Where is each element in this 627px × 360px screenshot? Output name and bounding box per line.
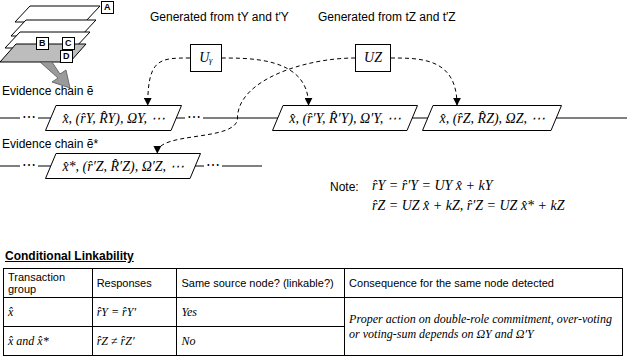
- record-text: x̂, (r̂′Y, R̂′Y), Ω′Y, ⋯: [289, 110, 401, 127]
- cell-text: Transaction group: [8, 271, 65, 295]
- table-cell: Yes: [177, 298, 345, 327]
- generation-note: Generated from tZ and t′Z: [318, 10, 456, 24]
- dashed-connector: [391, 58, 457, 105]
- evidence-record: x̂*, (r̂′Z, R̂′Z), Ω′Z, ⋯: [45, 153, 201, 179]
- table-cell: Transaction group: [4, 269, 93, 298]
- chain-label: Evidence chain ẽ: [2, 84, 93, 98]
- record-text: UZ: [364, 50, 382, 66]
- cell-text: Proper action on double-role commitment,…: [349, 312, 612, 341]
- table-cell: Consequence for the same node detected: [345, 269, 623, 298]
- generation-note: Generated from tY and t′Y: [150, 10, 289, 24]
- parallelogram-border: [273, 106, 418, 131]
- ellipsis: ⋯: [204, 157, 222, 174]
- table-cell: Same source node? (linkable?): [177, 269, 345, 298]
- table-cell: r̂Y = r̂Y′: [92, 298, 177, 327]
- evidence-record: x̂, (r̂Y, R̂Y), ΩY, ⋯: [45, 105, 182, 131]
- table-heading: Conditional Linkability: [5, 249, 134, 263]
- part-letter: D: [60, 50, 73, 63]
- part-letter: B: [36, 37, 49, 50]
- part-letter: C: [62, 37, 75, 50]
- record-text: Uᵧ: [199, 50, 212, 66]
- cell-text: No: [181, 334, 195, 348]
- dashed-connector: [148, 58, 190, 105]
- chain-label: Evidence chain ẽ*: [2, 137, 98, 151]
- cell-text: x̂: [8, 305, 13, 319]
- table-row: x̂r̂Y = r̂Y′YesProper action on double-r…: [4, 298, 623, 327]
- cell-text: r̂Y = r̂Y′: [97, 305, 136, 319]
- record-text: x̂*, (r̂′Z, R̂′Z), Ω′Z, ⋯: [62, 158, 183, 175]
- record-text: x̂, (r̂Z, R̂Z), ΩZ, ⋯: [439, 110, 544, 127]
- cell-text: Yes: [181, 305, 197, 319]
- ellipsis: ⋯: [20, 157, 38, 174]
- table-cell: Responses: [92, 269, 177, 298]
- ellipsis: ⋯: [185, 109, 203, 126]
- parallelogram-border: [423, 106, 562, 131]
- key-box: Uᵧ: [190, 44, 222, 72]
- record-text: x̂, (r̂Y, R̂Y), ΩY, ⋯: [62, 110, 164, 127]
- box-border: [356, 45, 391, 72]
- evidence-record: x̂, (r̂Z, R̂Z), ΩZ, ⋯: [422, 105, 562, 131]
- dashed-connector: [222, 58, 309, 105]
- table-cell: r̂Z ≠ r̂Z′: [92, 327, 177, 356]
- table-cell: Proper action on double-role commitment,…: [345, 298, 623, 356]
- parallelogram-border: [46, 106, 182, 131]
- ellipsis: ⋯: [20, 109, 38, 126]
- cell-text: Consequence for the same node detected: [349, 277, 554, 289]
- linkability-table: Transaction group Responses Same source no…: [3, 268, 623, 356]
- note-label: Note:: [330, 180, 359, 194]
- cell-text: Responses: [97, 277, 152, 289]
- table-cell: x̂: [4, 298, 93, 327]
- box-border: [191, 45, 222, 72]
- key-box: UZ: [355, 44, 391, 72]
- part-letter: A: [101, 1, 114, 14]
- cell-text: r̂Z ≠ r̂Z′: [97, 334, 135, 348]
- evidence-record: x̂, (r̂′Y, R̂′Y), Ω′Y, ⋯: [272, 105, 418, 131]
- cell-text: Same source node? (linkable?): [181, 277, 333, 289]
- equation: r̂Y = r̂′Y = UY x̂ + kY: [372, 178, 492, 194]
- table-cell: No: [177, 327, 345, 356]
- equation: r̂Z = UZ x̂ + kZ, r̂′Z = UZ x̂* + kZ: [372, 198, 565, 214]
- parallelogram-border: [46, 154, 201, 179]
- table-row: Transaction group Responses Same source no…: [4, 269, 623, 298]
- table-cell: x̂ and x̂*: [4, 327, 93, 356]
- cell-text: x̂ and x̂*: [8, 334, 49, 348]
